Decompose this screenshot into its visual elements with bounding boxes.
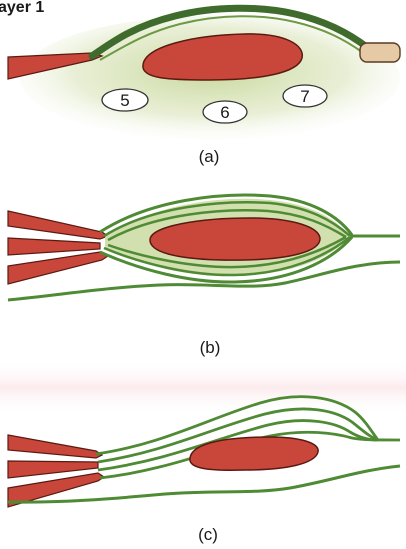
panel-c: (c) — [8, 397, 400, 544]
panel-b-label: (b) — [200, 338, 221, 357]
panel-a: 5 6 7 (a) — [8, 8, 400, 166]
panel-b-tendon-2 — [8, 238, 100, 255]
panel-b: (b) — [8, 195, 400, 357]
panel-a-right-tendon — [360, 43, 400, 62]
panel-a-label: (a) — [199, 147, 220, 166]
panel-b-tendon-1 — [8, 211, 108, 239]
panel-a-number-6: 6 — [220, 103, 229, 122]
panel-b-muscle — [150, 218, 320, 260]
panel-c-tendon-1 — [8, 435, 102, 458]
panel-a-number-7: 7 — [300, 87, 309, 106]
panel-b-tendon-3 — [8, 252, 108, 284]
panel-a-number-5: 5 — [120, 91, 129, 110]
panel-c-label: (c) — [198, 525, 218, 544]
header-label: ayer 1 — [0, 0, 44, 16]
